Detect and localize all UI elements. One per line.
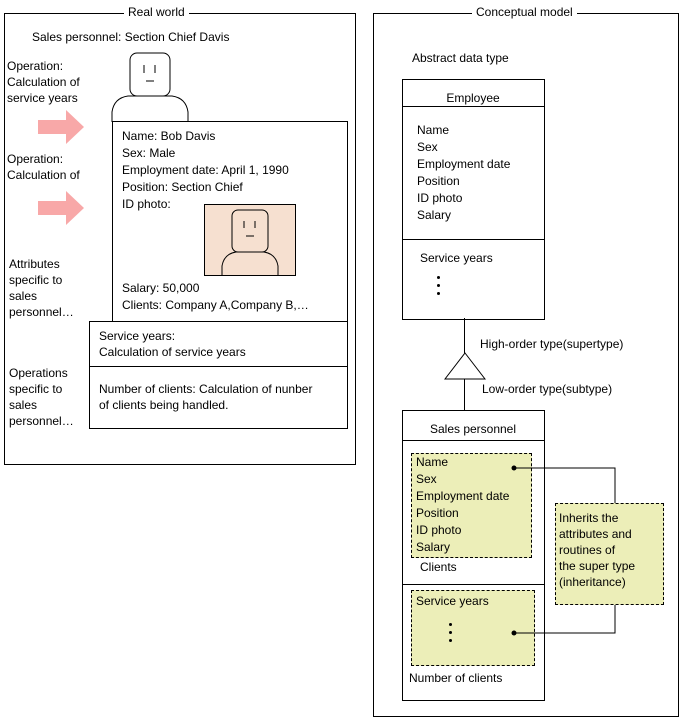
inherited-routines-group [411,590,535,666]
attribute-salary: Salary [417,208,452,222]
attributes-specific-label: Attributes specific to sales personnel… [9,257,74,319]
operation-label-2: Operation: Calculation of [7,152,80,182]
inheritance-note [555,503,664,605]
card-employment-date: Employment date: April 1, 1990 [122,163,289,177]
card-name: Name: Bob Davis [122,129,216,143]
attribute-name: Name [417,123,450,137]
inheritance-triangle-icon [444,352,486,380]
attribute-id-photo: ID photo [416,523,462,537]
employee-title-divider [402,106,544,107]
attribute-employment-date: Employment date [417,157,511,171]
arrow-right-icon [38,191,84,225]
employee-type-box [402,79,545,320]
ellipsis-vertical-icon [437,276,441,300]
card-position: Position: Section Chief [122,180,243,194]
operation-label-1: Operation: Calculation of service years [7,59,80,105]
card-sex: Sex: Male [122,146,176,160]
sales-personnel-type-title: Sales personnel [429,422,517,436]
sales-title-divider [402,440,544,441]
inheritance-line-lower [464,379,465,410]
abstract-data-type-label: Abstract data type [412,51,509,65]
inheritance-line-upper [464,318,465,353]
card-id-photo: ID photo: [122,197,171,211]
attribute-sex: Sex [416,472,437,486]
card-clients: Clients: Company A,Company B,… [122,298,309,312]
attribute-name: Name [416,455,449,469]
sales-routine-number-of-clients: Number of clients [409,671,503,685]
sales-routine-divider [402,584,544,585]
operations-box [89,321,348,429]
card-salary: Salary: 50,000 [122,281,200,295]
attribute-position: Position [417,174,460,188]
inherited-attributes: Name Sex Employment date Position ID pho… [416,454,509,556]
ellipsis-vertical-icon [449,623,453,647]
sales-attribute-clients: Clients [420,560,457,574]
attribute-sex: Sex [417,140,438,154]
service-years-operation: Service years: Calculation of service ye… [99,329,246,359]
person-caption: Sales personnel: Section Chief Davis [32,30,230,44]
inheritance-connector [511,465,616,636]
conceptual-model-title: Conceptual model [472,5,577,19]
inherited-attributes-group [411,453,532,558]
real-world-title: Real world [124,5,189,19]
employee-routine-divider [402,239,544,240]
operations-divider [89,366,347,367]
clients-operation: Number of clients: Calculation of nunber… [99,382,313,412]
supertype-label: High-order type(supertype) [480,337,624,351]
subtype-label: Low-order type(subtype) [482,382,613,396]
person-figure-icon [111,52,189,122]
inherited-routine-service-years: Service years [416,594,489,608]
operations-specific-label: Operations specific to sales personnel… [9,366,74,428]
attribute-position: Position [416,506,459,520]
employee-routine-service-years: Service years [420,251,493,265]
employee-type-title: Employee [446,91,500,105]
attribute-salary: Salary [416,540,451,554]
inheritance-note-text: Inherits the attributes and routines of … [559,511,636,589]
id-photo-icon [204,204,296,276]
attribute-id-photo: ID photo [417,191,463,205]
arrow-right-icon [38,110,84,144]
attribute-employment-date: Employment date [416,489,510,503]
employee-attributes: Name Sex Employment date Position ID pho… [417,122,510,224]
